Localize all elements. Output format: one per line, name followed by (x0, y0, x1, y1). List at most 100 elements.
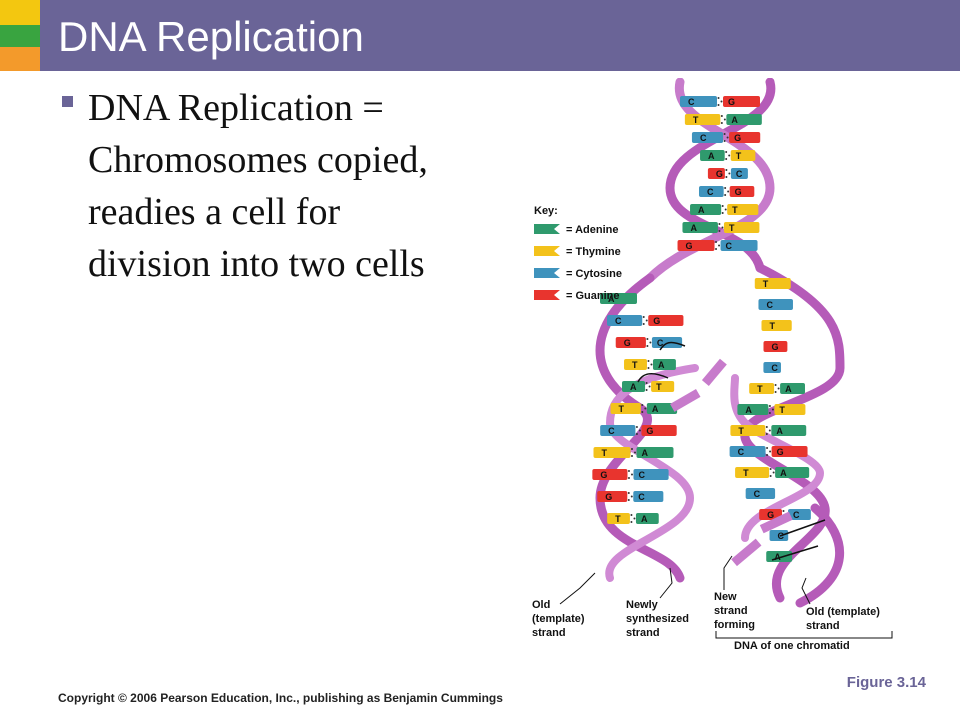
hydrogen-bond (627, 499, 630, 501)
key-item-g: = Guanine (534, 290, 620, 302)
arrow (779, 519, 826, 537)
base-letter: G (624, 338, 631, 348)
hydrogen-bond (718, 223, 721, 225)
arrow (637, 372, 669, 383)
base-C (633, 469, 669, 480)
hydrogen-bond (771, 408, 774, 411)
okazaki-fragments (670, 358, 793, 567)
hydrogen-bond (715, 248, 718, 250)
base-letter: T (736, 151, 742, 161)
base-C (769, 530, 789, 541)
base-T (727, 204, 759, 215)
right-lower-template (795, 503, 844, 608)
base-letter: A (774, 552, 781, 562)
base-pair: C (763, 362, 781, 373)
base-letter: C (726, 241, 733, 251)
base-pair: T (761, 320, 792, 331)
bullet-square-icon (62, 96, 73, 107)
hydrogen-bond (715, 241, 718, 243)
bullet-line-1: DNA Replication = (88, 87, 384, 129)
hydrogen-bond (723, 133, 726, 135)
key-swatch (534, 224, 560, 234)
base-T (684, 114, 721, 125)
base-letter: G (735, 187, 742, 197)
base-A (780, 383, 805, 394)
key-swatch (534, 246, 560, 256)
base-A (700, 150, 725, 161)
base-A (646, 403, 678, 414)
base-A (737, 404, 769, 415)
base-letter: C (754, 489, 761, 499)
base-letter: T (757, 384, 763, 394)
base-G (759, 509, 783, 520)
copyright-text: Copyright © 2006 Pearson Education, Inc.… (58, 691, 503, 705)
key-label: = Thymine (566, 246, 621, 258)
figure-labels: Old (template) strand Newly synthesized … (532, 591, 880, 652)
base-C (698, 186, 724, 197)
base-letter: G (653, 316, 660, 326)
key-swatch (534, 268, 560, 278)
base-C (633, 491, 664, 502)
hydrogen-bond (765, 433, 768, 435)
hydrogen-bond (728, 154, 731, 157)
label-leader-lines (559, 555, 893, 639)
base-letter: A (658, 360, 665, 370)
base-letter: A (708, 151, 715, 161)
title-bar (40, 0, 960, 71)
hydrogen-bond (633, 517, 636, 520)
hydrogen-bond (725, 176, 728, 178)
base-C (729, 446, 766, 457)
base-C (730, 168, 748, 179)
base-letter: G (716, 169, 723, 179)
strand-fragment (670, 389, 701, 412)
base-letter: A (690, 223, 697, 233)
hydrogen-bond (768, 412, 771, 414)
accent-block-green (0, 25, 40, 47)
base-T (774, 404, 806, 415)
base-C (745, 488, 776, 499)
base-A (600, 293, 637, 304)
hydrogen-bond (726, 136, 729, 139)
base-letter: T (738, 426, 744, 436)
base-T (651, 381, 675, 392)
base-letter: T (601, 448, 607, 458)
label-chromatid: DNA of one chromatid (734, 640, 850, 652)
base-letter: A (745, 405, 752, 415)
base-C (720, 240, 758, 251)
base-letter: A (780, 468, 787, 478)
hydrogen-bond (641, 411, 644, 413)
base-letter: A (731, 115, 738, 125)
base-letter: G (728, 97, 735, 107)
base-letter: C (657, 338, 664, 348)
hydrogen-bond (635, 426, 638, 428)
hydrogen-bond (638, 429, 641, 432)
base-G (723, 96, 760, 107)
key-item-a: = Adenine (534, 224, 618, 236)
hydrogen-bond (765, 426, 768, 428)
key-label: = Cytosine (566, 268, 622, 280)
hydrogen-bond (782, 510, 785, 512)
base-C (607, 315, 643, 326)
arrow (771, 545, 819, 561)
accent-block-orange (0, 47, 40, 71)
base-T (761, 320, 792, 331)
base-G (597, 491, 628, 502)
base-letter: C (615, 316, 622, 326)
hydrogen-bond (630, 514, 633, 516)
hydrogen-bond (769, 468, 772, 470)
bullet-line-4: division into two cells (88, 243, 425, 285)
key-item-t: = Thymine (534, 246, 621, 258)
base-G (677, 240, 715, 251)
label-newly-synthesized: Newly synthesized strand (626, 599, 692, 639)
base-G (641, 425, 677, 436)
